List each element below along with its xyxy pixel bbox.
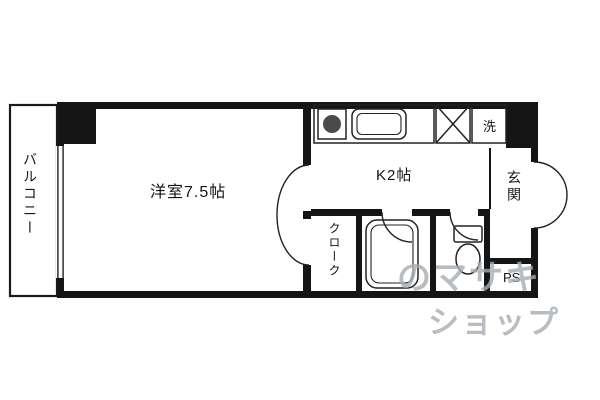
wall-toilet-entrance: [484, 209, 490, 298]
entrance-door-arc: [533, 161, 568, 229]
wall-bath-top-left: [362, 209, 382, 216]
entrance-door-opening: [530, 162, 540, 228]
entrance-step-line: [489, 148, 491, 209]
window-lines: [57, 146, 64, 278]
stove-burner-icon: [323, 115, 341, 133]
bathtub-inner-icon: [370, 224, 414, 284]
bathroom-fixtures: [365, 219, 483, 289]
outer-wall-bottom: [57, 291, 538, 298]
bathtub-icon: [365, 219, 419, 289]
door-arcs: [276, 161, 568, 266]
wall-door-hinge-stub: [303, 211, 311, 219]
stove-icon: [317, 108, 347, 140]
x-diagonal-2: [435, 104, 471, 144]
wall-bath-toilet: [430, 209, 436, 298]
entrance-label: 玄関: [506, 170, 522, 204]
wall-room-closet-lower: [303, 265, 311, 298]
toilet-door-arc: [449, 211, 479, 241]
watermark-line1: のマサキ: [397, 259, 541, 297]
pipe-space-label: PS: [503, 270, 521, 285]
bathroom-door-arc: [381, 211, 413, 243]
window-line-inner: [62, 146, 64, 278]
room-closet-door-arc: [276, 214, 310, 266]
sink-basin-icon: [356, 112, 402, 136]
column-top-right: [506, 102, 538, 148]
wall-closet-top: [311, 209, 362, 216]
wall-ps-top: [490, 258, 538, 264]
wall-closet-bath: [356, 209, 362, 298]
kitchen-counter: [313, 104, 435, 144]
closet-label: クローク: [327, 222, 341, 278]
outer-wall-top: [57, 102, 538, 109]
room-kitchen-door-arc: [276, 164, 310, 216]
balcony-window-opening: [56, 146, 65, 278]
kitchen-label: K2帖: [376, 167, 413, 184]
refrigerator-space-x-icon: [435, 104, 471, 144]
washing-machine-space-icon: [471, 104, 507, 144]
sink-icon: [351, 108, 407, 140]
balcony-label: バルコニー: [22, 152, 38, 237]
wall-toilet-top-left: [436, 209, 450, 216]
wall-room-kitchen-upper: [303, 102, 311, 165]
kitchen-fixtures: [313, 104, 507, 144]
column-top-left: [57, 102, 96, 144]
wall-bath-top-right: [412, 209, 436, 216]
interior-walls: [303, 102, 538, 298]
watermark-line2: ショップ: [428, 305, 560, 340]
window-line-outer: [57, 146, 59, 278]
toilet-tank-icon: [453, 225, 483, 243]
toilet-bowl-icon: [455, 243, 481, 275]
laundry-label: 洗: [483, 119, 497, 134]
room-label: 洋室7.5帖: [150, 184, 227, 201]
